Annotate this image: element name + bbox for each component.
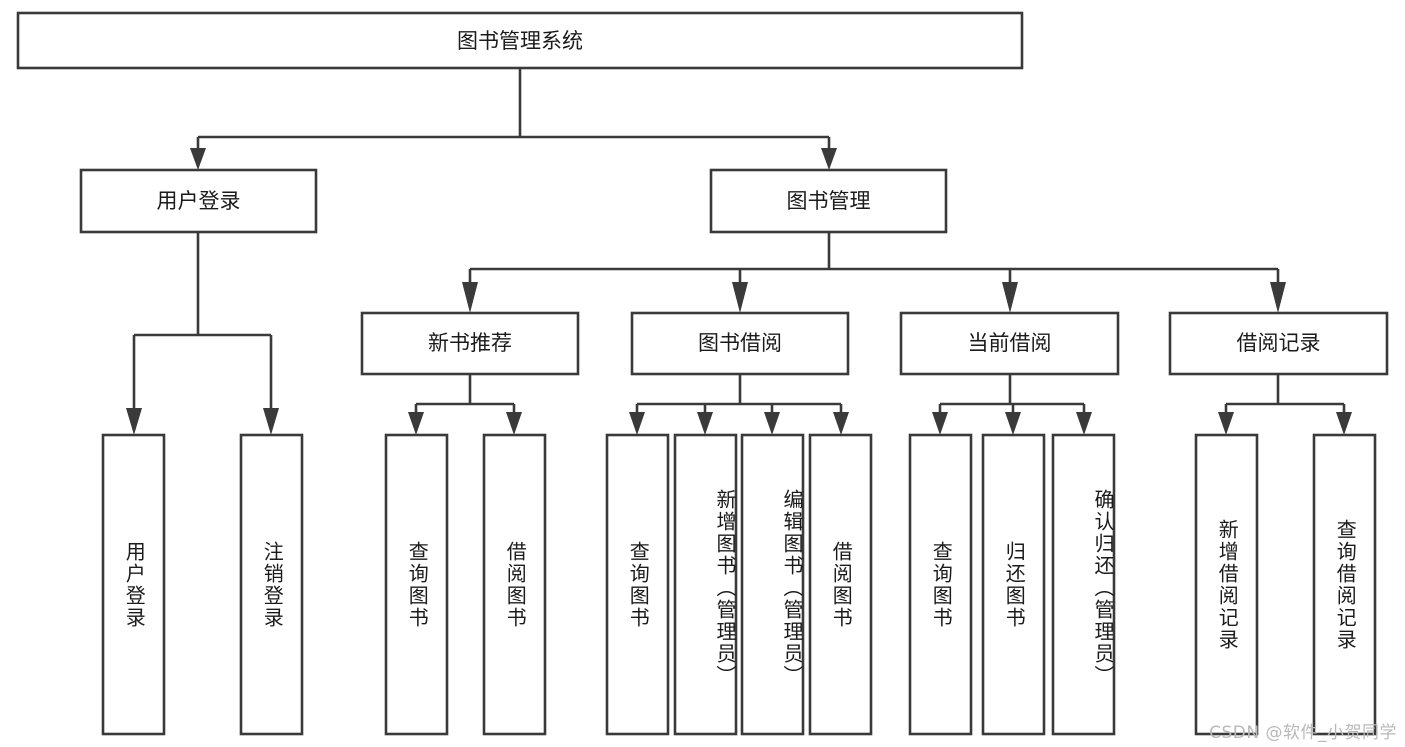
node-user-login[interactable]: 用户登录 [79, 168, 318, 234]
arrow-head-leaf-add-book [697, 412, 713, 435]
node-book-borrow[interactable]: 图书借阅 [630, 311, 850, 376]
arrow-head-leaf-edit-book [764, 412, 780, 435]
arrow-head-book-borrow [732, 282, 748, 313]
leaf-box-add-book[interactable] [673, 433, 738, 736]
node-book-borrow-label: 图书借阅 [698, 331, 782, 355]
node-root-label: 图书管理系统 [457, 29, 583, 53]
connector-book-borrow-to-leaves [629, 374, 849, 435]
node-root-box[interactable] [16, 11, 1024, 70]
leaf-box-return-book[interactable] [981, 433, 1046, 736]
connector-book-manage-to-level3 [462, 232, 1286, 313]
leaf-boxes [101, 433, 1377, 736]
node-new-book-rec-label: 新书推荐 [428, 331, 512, 355]
leaf-box-logout[interactable] [239, 433, 304, 736]
arrow-head-leaf-logout [263, 408, 279, 435]
node-user-login-label: 用户登录 [157, 189, 241, 213]
node-book-manage-box[interactable] [709, 168, 948, 234]
arrow-head-new-book-rec [462, 282, 478, 313]
arrow-head-leaf-query-book-3 [932, 412, 948, 435]
node-current-borrow-label: 当前借阅 [968, 331, 1052, 355]
csdn-watermark: CSDN @软件_小贺同学 [1209, 723, 1397, 743]
connector-root-to-level2 [190, 68, 837, 170]
node-book-borrow-box[interactable] [630, 311, 850, 376]
arrow-head-leaf-confirm-return [1076, 412, 1092, 435]
arrow-head-leaf-query-record [1336, 412, 1352, 435]
node-book-manage-label: 图书管理 [787, 189, 871, 213]
arrow-head-leaf-borrow-book-1 [506, 412, 522, 435]
connector-new-book-rec-to-leaves [408, 374, 522, 435]
leaf-box-query-book-1[interactable] [384, 433, 449, 736]
leaf-box-query-book-2[interactable] [605, 433, 670, 736]
leaf-box-query-book-3[interactable] [908, 433, 973, 736]
node-new-book-rec[interactable]: 新书推荐 [360, 311, 580, 376]
leaf-box-query-record[interactable] [1312, 433, 1377, 736]
leaf-box-add-record[interactable] [1194, 433, 1259, 736]
arrow-head-borrow-record [1270, 282, 1286, 313]
arrow-head-leaf-return-book [1005, 412, 1021, 435]
connector-borrow-record-to-leaves [1218, 374, 1352, 435]
node-borrow-record[interactable]: 借阅记录 [1168, 311, 1389, 376]
leaf-box-confirm-return[interactable] [1051, 433, 1116, 736]
leaf-box-user-login[interactable] [101, 433, 166, 736]
arrow-head-book-manage [821, 148, 837, 170]
arrow-head-current-borrow [1002, 282, 1018, 313]
node-user-login-box[interactable] [79, 168, 318, 234]
leaf-box-edit-book[interactable] [740, 433, 805, 736]
arrow-head-user-login [190, 148, 206, 170]
arrow-head-leaf-add-record [1218, 412, 1234, 435]
arrow-head-leaf-query-book-1 [408, 412, 424, 435]
node-current-borrow-box[interactable] [899, 311, 1120, 376]
node-book-manage[interactable]: 图书管理 [709, 168, 948, 234]
arrow-head-leaf-borrow-book-2 [833, 412, 849, 435]
leaf-box-borrow-book-2[interactable] [808, 433, 873, 736]
node-root[interactable]: 图书管理系统 [16, 11, 1024, 70]
connector-user-login-to-leaves [126, 232, 279, 435]
node-current-borrow[interactable]: 当前借阅 [899, 311, 1120, 376]
leaf-box-borrow-book-1[interactable] [482, 433, 547, 736]
arrow-head-leaf-user-login [126, 408, 142, 435]
arrow-head-leaf-query-book-2 [629, 412, 645, 435]
node-borrow-record-label: 借阅记录 [1237, 331, 1321, 355]
connector-current-borrow-to-leaves [932, 374, 1092, 435]
node-new-book-rec-box[interactable] [360, 311, 580, 376]
node-borrow-record-box[interactable] [1168, 311, 1389, 376]
